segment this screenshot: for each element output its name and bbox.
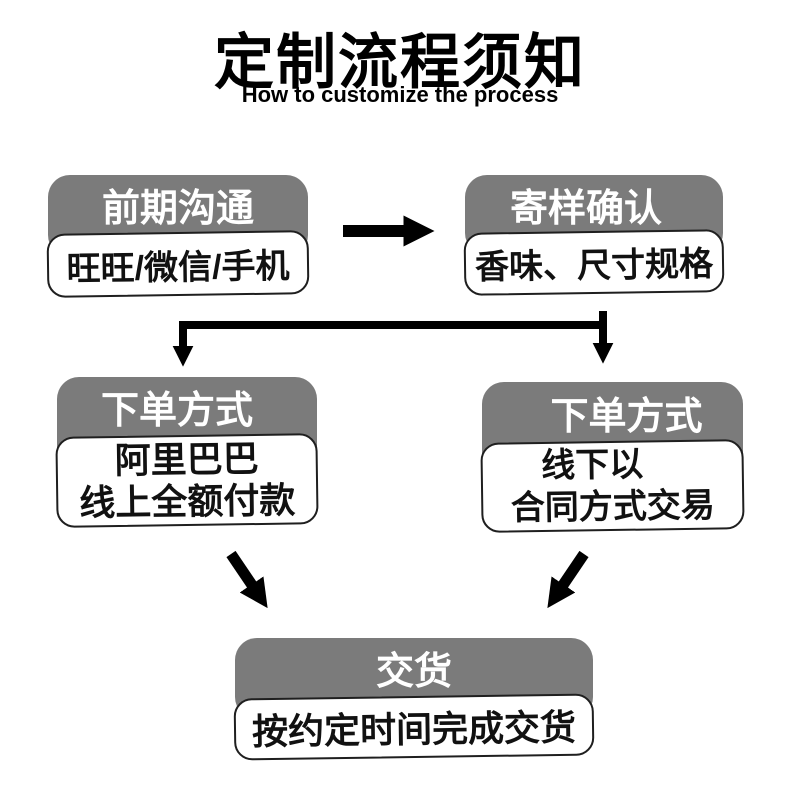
step-box-pre-communication: 前期沟通 旺旺/微信/手机 bbox=[46, 175, 310, 298]
step-header: 前期沟通 bbox=[48, 175, 308, 233]
page-subtitle: How to customize the process bbox=[241, 82, 559, 107]
page-title: 定制流程须知 bbox=[214, 29, 586, 96]
step-header: 下单方式 bbox=[57, 377, 317, 436]
step-box-sample-confirmation: 寄样确认 香味、尺寸规格 bbox=[463, 175, 725, 296]
step-header: 下单方式 bbox=[482, 382, 743, 442]
step-body: 按约定时间完成交货 bbox=[233, 693, 595, 761]
step-header-label: 下单方式 bbox=[100, 390, 253, 432]
step-box-order-offline: 下单方式 线下以 合同方式交易 bbox=[480, 382, 745, 533]
step-box-order-online: 下单方式 阿里巴巴 线上全额付款 bbox=[55, 377, 319, 528]
step-body: 阿里巴巴 线上全额付款 bbox=[55, 433, 319, 528]
arrow-step3-to-step5-icon bbox=[226, 550, 268, 609]
step-header-label: 交货 bbox=[375, 651, 452, 693]
step-header: 交货 bbox=[235, 638, 593, 697]
step-body-line2: 线上全额付款 bbox=[78, 478, 296, 524]
step-body-line2: 合同方式交易 bbox=[510, 486, 716, 528]
step-header: 寄样确认 bbox=[465, 175, 723, 233]
step-header-label: 前期沟通 bbox=[101, 187, 254, 230]
arrow-step4-to-step5-icon bbox=[547, 550, 589, 609]
step-body: 旺旺/微信/手机 bbox=[46, 230, 310, 298]
step-body: 香味、尺寸规格 bbox=[463, 229, 725, 296]
step-header-label: 下单方式 bbox=[550, 395, 703, 438]
step-body: 线下以 合同方式交易 bbox=[480, 439, 745, 533]
step-box-delivery: 交货 按约定时间完成交货 bbox=[233, 638, 595, 761]
step-header-label: 寄样确认 bbox=[509, 187, 662, 230]
step-body-text: 按约定时间完成交货 bbox=[251, 706, 577, 753]
step-body-line1: 线下以 bbox=[540, 445, 644, 485]
step-body-line1: 阿里巴巴 bbox=[114, 437, 259, 481]
branch-connector-line bbox=[183, 311, 607, 329]
step-body-text: 旺旺/微信/手机 bbox=[66, 246, 290, 289]
step-body-text: 香味、尺寸规格 bbox=[474, 245, 714, 287]
